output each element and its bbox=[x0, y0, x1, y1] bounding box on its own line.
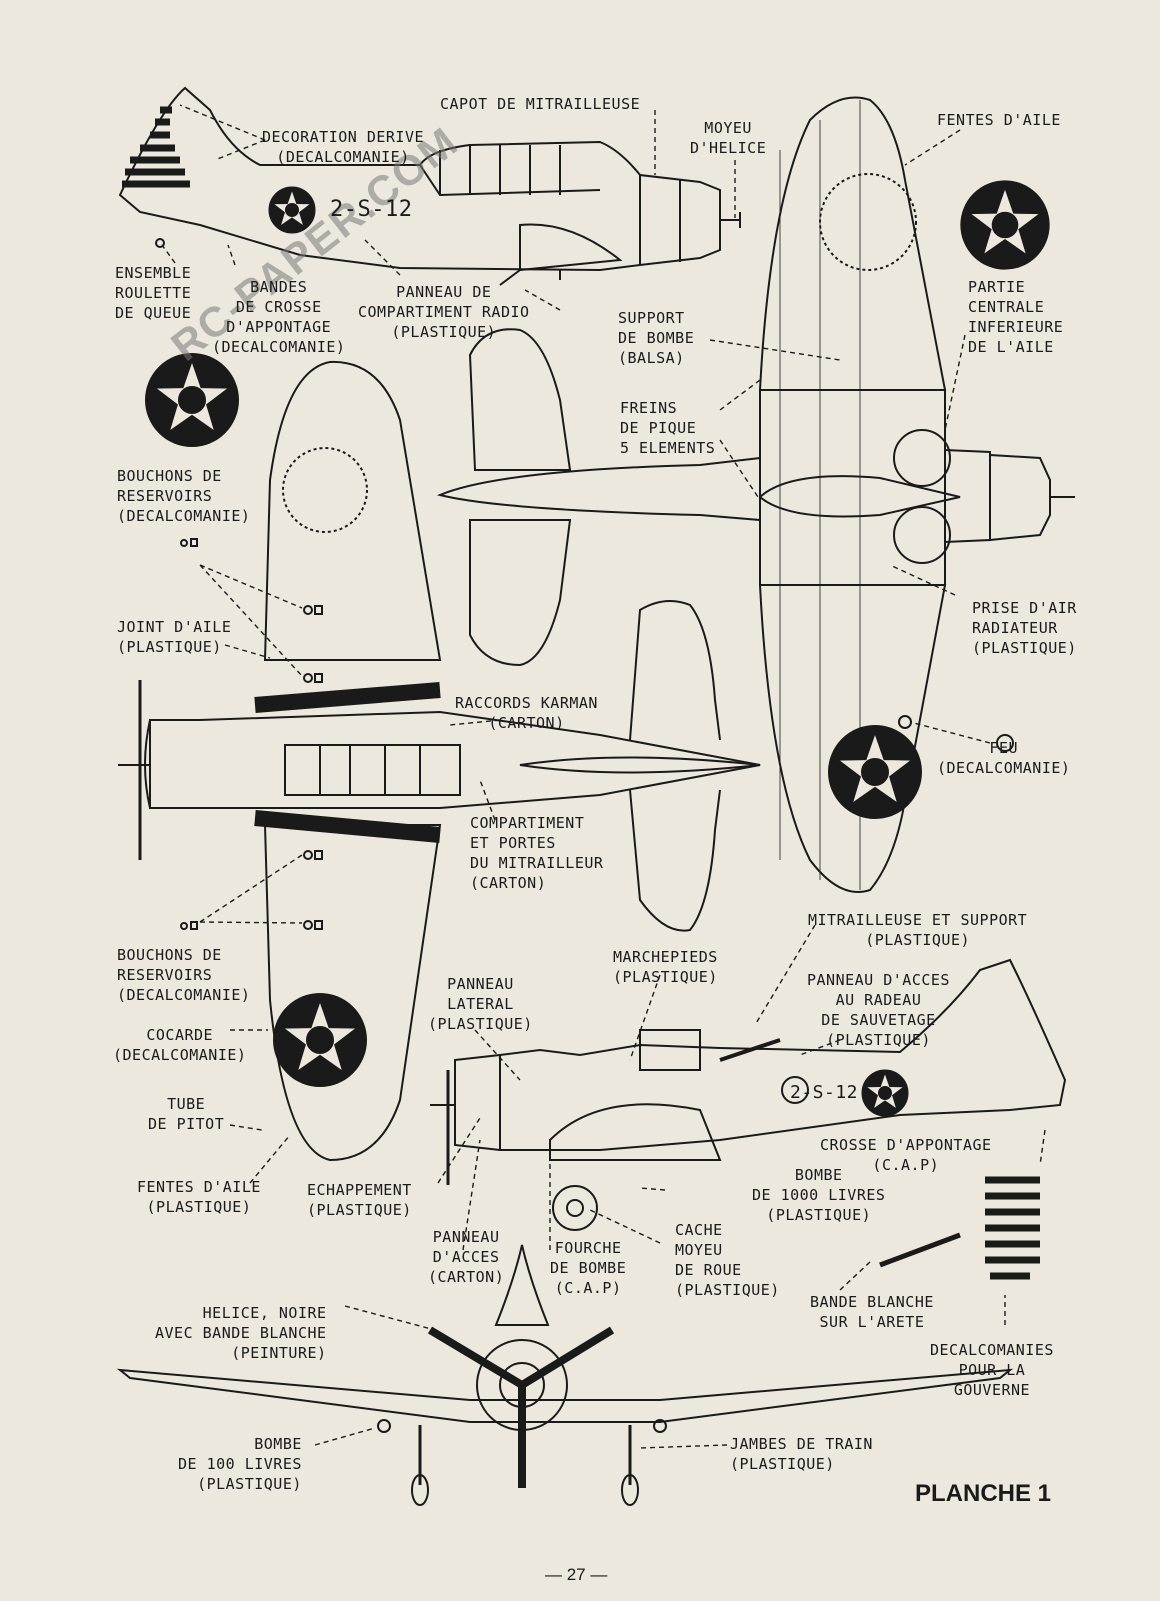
label-moyeu-helice: MOYEU D'HELICE bbox=[690, 119, 767, 157]
label-decoration: DECORATION DERIVE (DECALCOMANIE) bbox=[262, 128, 425, 166]
leader-lines bbox=[161, 104, 1046, 1449]
side-view-top bbox=[118, 86, 741, 286]
label-tube: TUBE DE PITOT bbox=[148, 1095, 225, 1133]
label-bandes: BANDES DE CROSSE D'APPONTAGE (DECALCOMAN… bbox=[212, 278, 346, 356]
front-view bbox=[116, 1244, 1014, 1506]
label-jambes: JAMBES DE TRAIN (PLASTIQUE) bbox=[730, 1435, 873, 1473]
label-joint: JOINT D'AILE (PLASTIQUE) bbox=[117, 618, 232, 656]
label-bombe-1000: BOMBE DE 1000 LIVRES (PLASTIQUE) bbox=[752, 1166, 886, 1224]
label-cocarde: COCARDE (DECALCOMANIE) bbox=[113, 1026, 247, 1064]
fuselage-code-top: 2-S-12 bbox=[330, 197, 413, 222]
label-fentes-bottom: FENTES D'AILE (PLASTIQUE) bbox=[137, 1178, 261, 1216]
label-marchepieds: MARCHEPIEDS (PLASTIQUE) bbox=[613, 948, 718, 986]
label-bombe-100: BOMBE DE 100 LIVRES (PLASTIQUE) bbox=[178, 1435, 302, 1493]
label-crosse: CROSSE D'APPONTAGE (C.A.P) bbox=[820, 1136, 992, 1174]
label-partie-centrale: PARTIE CENTRALE INFERIEURE DE L'AILE bbox=[968, 278, 1064, 356]
label-capot: CAPOT DE MITRAILLEUSE bbox=[440, 95, 641, 113]
plate-title: PLANCHE 1 bbox=[915, 1480, 1052, 1507]
label-panneau-radio: PANNEAU DE COMPARTIMENT RADIO (PLASTIQUE… bbox=[358, 283, 530, 341]
label-prise: PRISE D'AIR RADIATEUR (PLASTIQUE) bbox=[972, 599, 1077, 657]
plan-view-top bbox=[118, 353, 761, 1162]
label-bande-blanche: BANDE BLANCHE SUR L'ARETE bbox=[810, 1293, 934, 1331]
label-echappement: ECHAPPEMENT (PLASTIQUE) bbox=[307, 1181, 412, 1219]
side-view-bottom bbox=[430, 958, 1067, 1280]
label-decalcomanies: DECALCOMANIES POUR LA GOUVERNE bbox=[930, 1341, 1054, 1399]
label-panneau-lateral: PANNEAU LATERAL (PLASTIQUE) bbox=[428, 975, 533, 1033]
label-mitrailleuse: MITRAILLEUSE ET SUPPORT (PLASTIQUE) bbox=[808, 911, 1028, 949]
fuselage-code-bottom: 2-S-12 bbox=[790, 1082, 859, 1103]
label-panneau-acces: PANNEAU D'ACCES (CARTON) bbox=[428, 1228, 505, 1286]
label-fentes-top: FENTES D'AILE bbox=[937, 111, 1061, 129]
label-raccords: RACCORDS KARMAN (CARTON) bbox=[455, 694, 598, 732]
label-cache: CACHE MOYEU DE ROUE (PLASTIQUE) bbox=[675, 1221, 780, 1299]
label-panneau-acces-radeau: PANNEAU D'ACCES AU RADEAU DE SAUVETAGE (… bbox=[807, 971, 950, 1049]
plan-view-underside bbox=[436, 96, 1075, 893]
label-freins: FREINS DE PIQUE 5 ELEMENTS bbox=[620, 399, 716, 457]
label-helice: HELICE, NOIRE AVEC BANDE BLANCHE (PEINTU… bbox=[155, 1304, 327, 1362]
label-bouchons-1: BOUCHONS DE RESERVOIRS (DECALCOMANIE) bbox=[117, 467, 251, 525]
label-bouchons-2: BOUCHONS DE RESERVOIRS (DECALCOMANIE) bbox=[117, 946, 251, 1004]
label-ensemble: ENSEMBLE ROULETTE DE QUEUE bbox=[115, 264, 192, 322]
label-support-bombe: SUPPORT DE BOMBE (BALSA) bbox=[618, 309, 695, 367]
label-compartiment: COMPARTIMENT ET PORTES DU MITRAILLEUR (C… bbox=[470, 814, 604, 892]
label-fourche: FOURCHE DE BOMBE (C.A.P) bbox=[550, 1239, 627, 1297]
page-number: — 27 — bbox=[545, 1565, 608, 1584]
label-feu: FEU (DECALCOMANIE) bbox=[937, 739, 1071, 777]
